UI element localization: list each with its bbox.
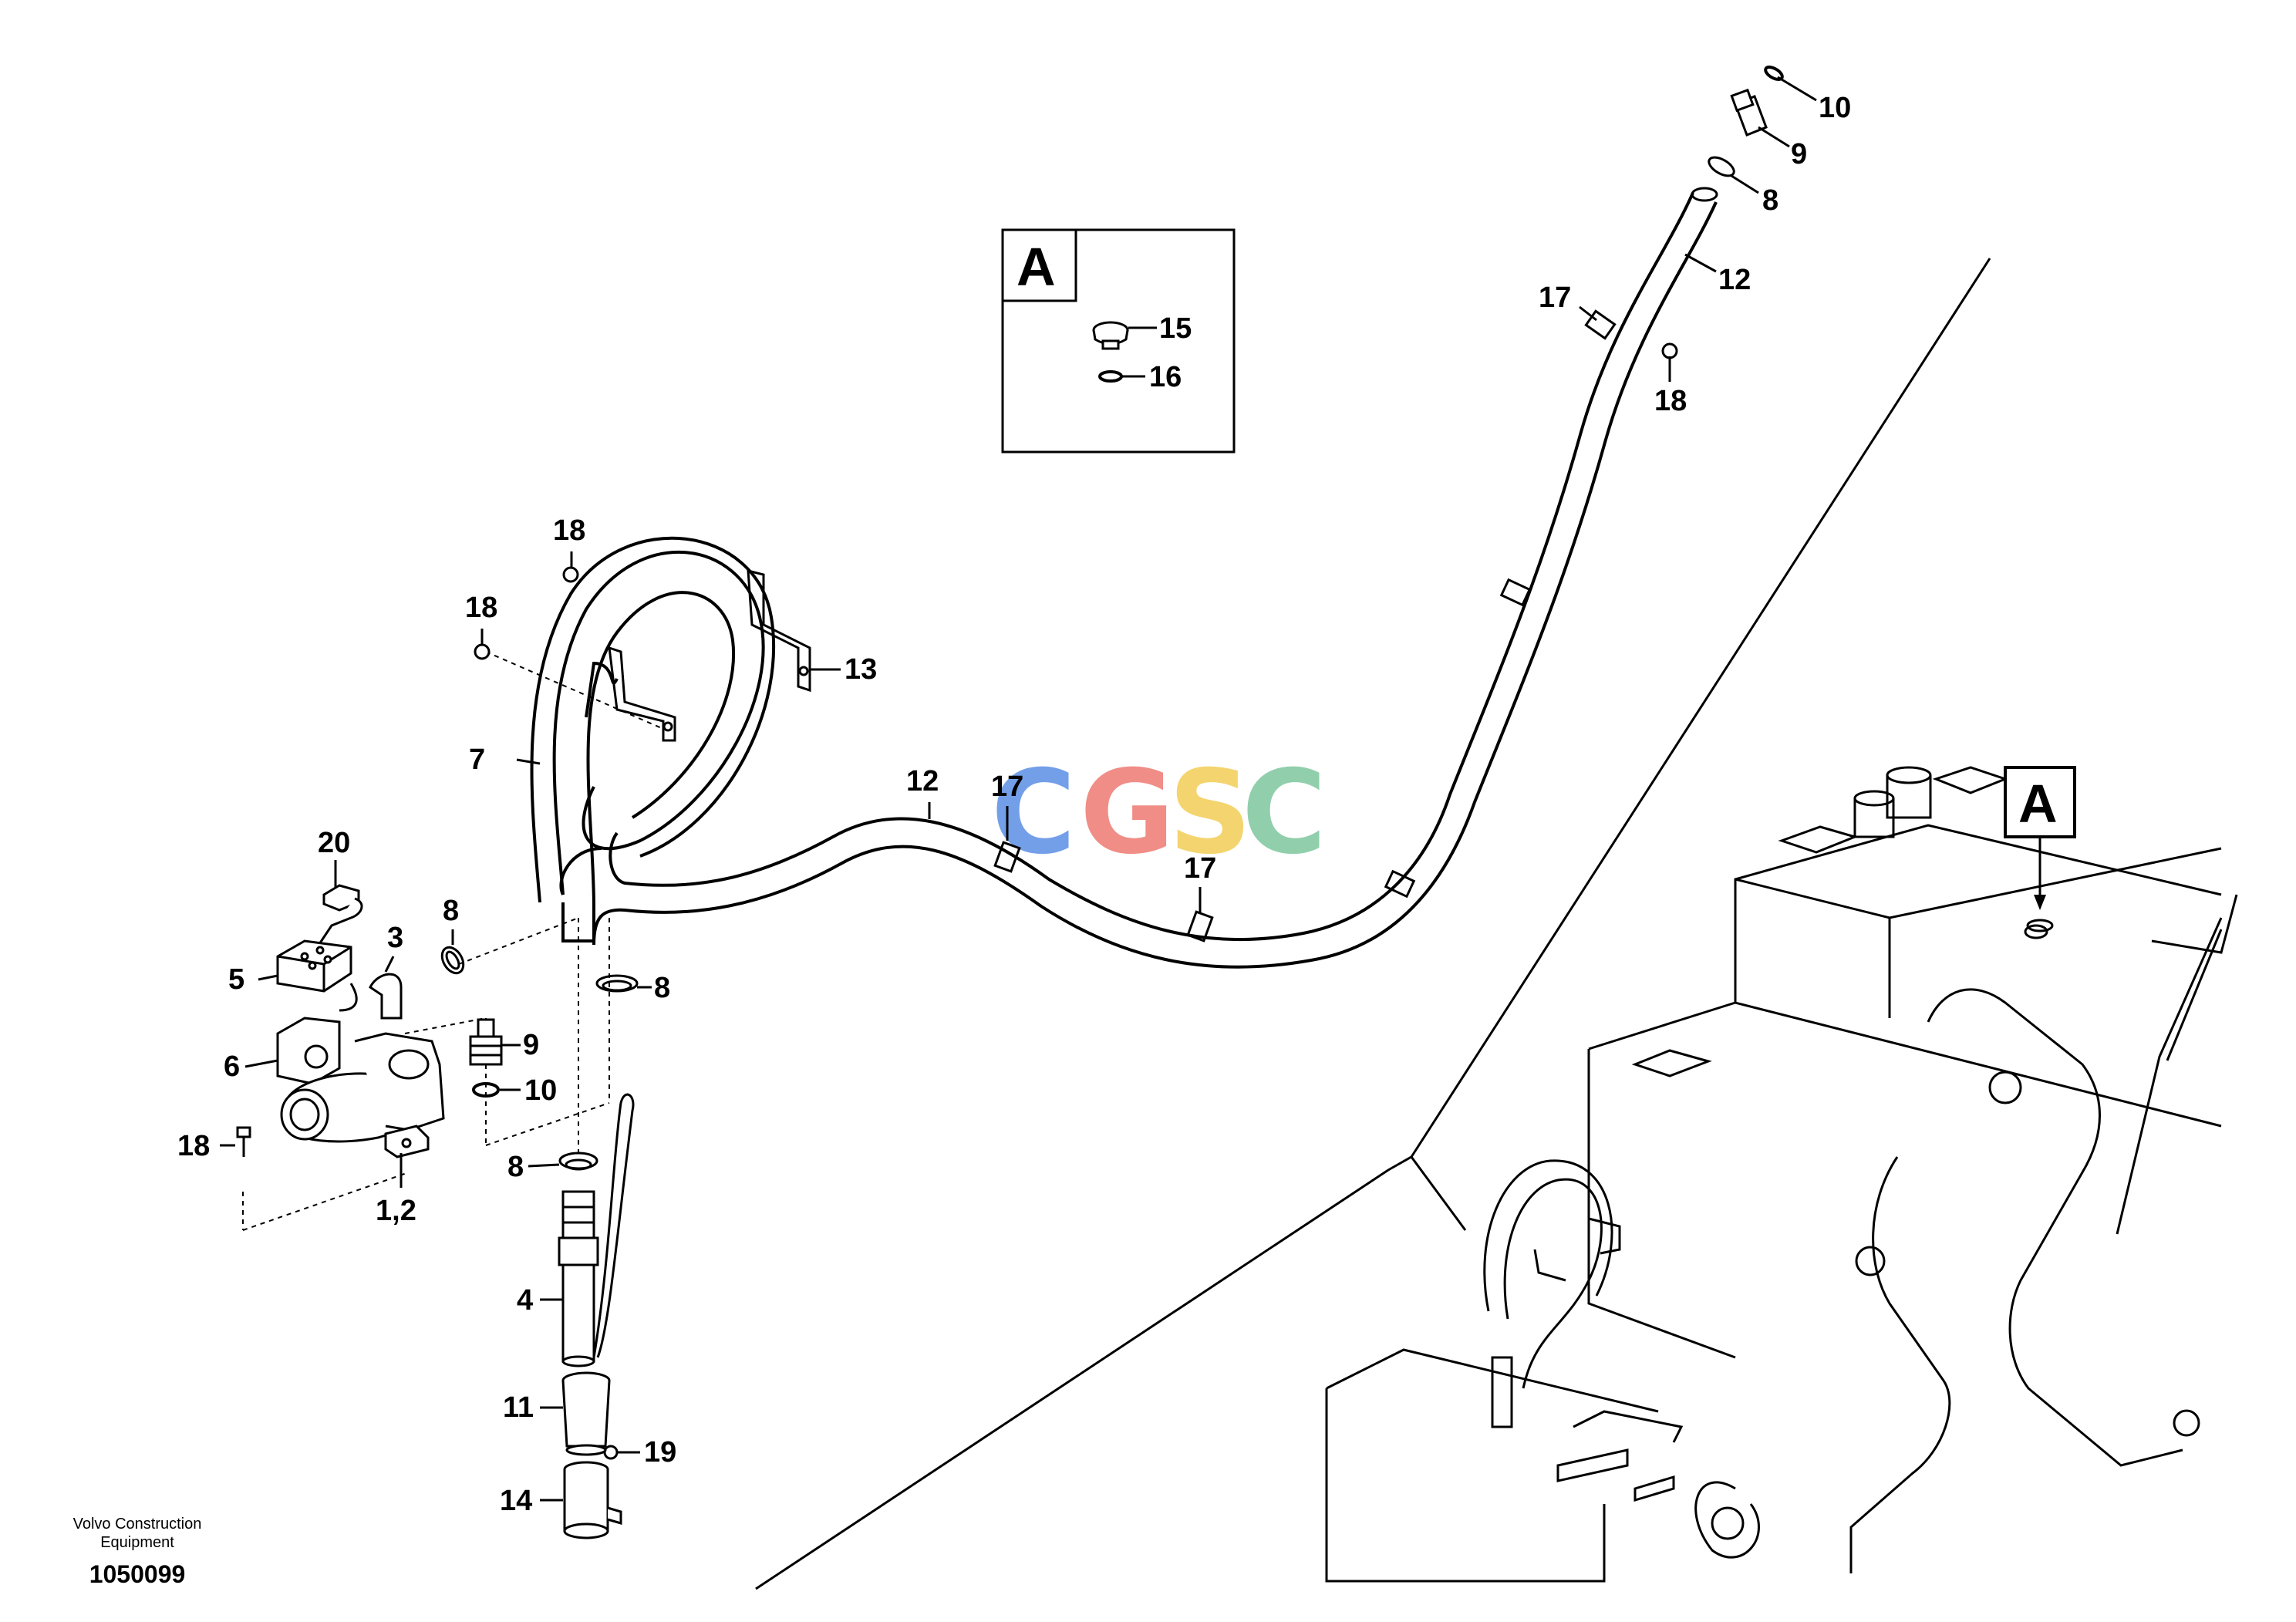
filler-tube bbox=[558, 1093, 635, 1539]
callout-12-mid: 12 bbox=[906, 765, 939, 798]
hose-assembly bbox=[592, 187, 1718, 969]
hose-clamp-8b bbox=[595, 974, 639, 993]
callout-20: 20 bbox=[318, 827, 350, 859]
callout-8-c: 8 bbox=[507, 1151, 524, 1183]
callout-19: 19 bbox=[644, 1436, 676, 1469]
callout-10-mid: 10 bbox=[524, 1074, 557, 1107]
machine-marker-label: A bbox=[2018, 774, 2058, 834]
fitting-9-top bbox=[1730, 88, 1768, 137]
callout-14: 14 bbox=[500, 1485, 532, 1517]
callout-13: 13 bbox=[845, 653, 877, 686]
callout-8-top: 8 bbox=[1762, 184, 1778, 217]
bolt-18-left bbox=[236, 1126, 251, 1157]
callout-9-top: 9 bbox=[1791, 138, 1807, 170]
callout-labels: 10 9 8 12 17 18 18 18 13 7 12 17 17 20 3… bbox=[177, 92, 1851, 1517]
callout-17-mid: 17 bbox=[991, 771, 1023, 803]
cap-icon bbox=[1092, 321, 1129, 350]
machine-view bbox=[755, 258, 2238, 1590]
callout-7: 7 bbox=[469, 744, 485, 776]
callout-5: 5 bbox=[228, 963, 244, 996]
callout-18-left: 18 bbox=[177, 1130, 210, 1162]
callout-6: 6 bbox=[224, 1050, 240, 1083]
callout-8-a: 8 bbox=[443, 895, 459, 927]
coil-hose bbox=[530, 536, 776, 943]
callout-11: 11 bbox=[503, 1391, 534, 1424]
hose-clamp-8a bbox=[440, 946, 465, 975]
watermark-letter-c2: C bbox=[1242, 746, 1327, 880]
o-ring-icon bbox=[1098, 370, 1123, 383]
callout-4: 4 bbox=[517, 1284, 533, 1317]
hose-clamp-8-top bbox=[1708, 156, 1735, 177]
machine-marker-a: A bbox=[2004, 766, 2076, 932]
leader-dashed-upper bbox=[242, 651, 664, 1231]
callout-16: 16 bbox=[1149, 361, 1182, 393]
watermark-letter-s: S bbox=[1168, 746, 1252, 880]
footer: Volvo Construction Equipment 1050099 bbox=[73, 1516, 202, 1588]
company-name-line2: Equipment bbox=[100, 1534, 174, 1551]
o-ring-10-top bbox=[1764, 66, 1784, 81]
detail-box-a: A 15 16 bbox=[1001, 228, 1236, 454]
callout-9-mid: 9 bbox=[523, 1029, 539, 1061]
pump-assembly bbox=[276, 884, 445, 1158]
callout-12-top: 12 bbox=[1718, 264, 1751, 296]
o-ring-10-mid bbox=[472, 1082, 500, 1098]
callout-18-right: 18 bbox=[1654, 385, 1687, 417]
callout-8-b: 8 bbox=[654, 972, 670, 1004]
drawing-number: 1050099 bbox=[89, 1560, 186, 1588]
callout-10-top: 10 bbox=[1819, 92, 1851, 124]
callout-3: 3 bbox=[387, 922, 403, 954]
callout-17-right: 17 bbox=[1184, 852, 1216, 885]
callout-15: 15 bbox=[1159, 312, 1192, 345]
fitting-9-mid bbox=[469, 1018, 503, 1066]
watermark-letter-g: G bbox=[1080, 746, 1175, 880]
callout-18-b: 18 bbox=[465, 592, 497, 624]
callout-18-a: 18 bbox=[553, 514, 585, 547]
callout-1-2: 1,2 bbox=[376, 1195, 416, 1227]
bracket-13 bbox=[608, 569, 811, 742]
callout-leaders bbox=[220, 76, 1817, 1502]
hose-clamp-8c bbox=[558, 1152, 598, 1171]
watermark-letter-c1: C bbox=[991, 746, 1076, 880]
callout-17-top: 17 bbox=[1539, 282, 1571, 314]
company-name-line1: Volvo Construction bbox=[73, 1516, 202, 1533]
watermark: C G S C bbox=[991, 746, 1327, 880]
bolt-18-top bbox=[474, 342, 1678, 1460]
detail-box-label: A bbox=[1017, 237, 1056, 297]
